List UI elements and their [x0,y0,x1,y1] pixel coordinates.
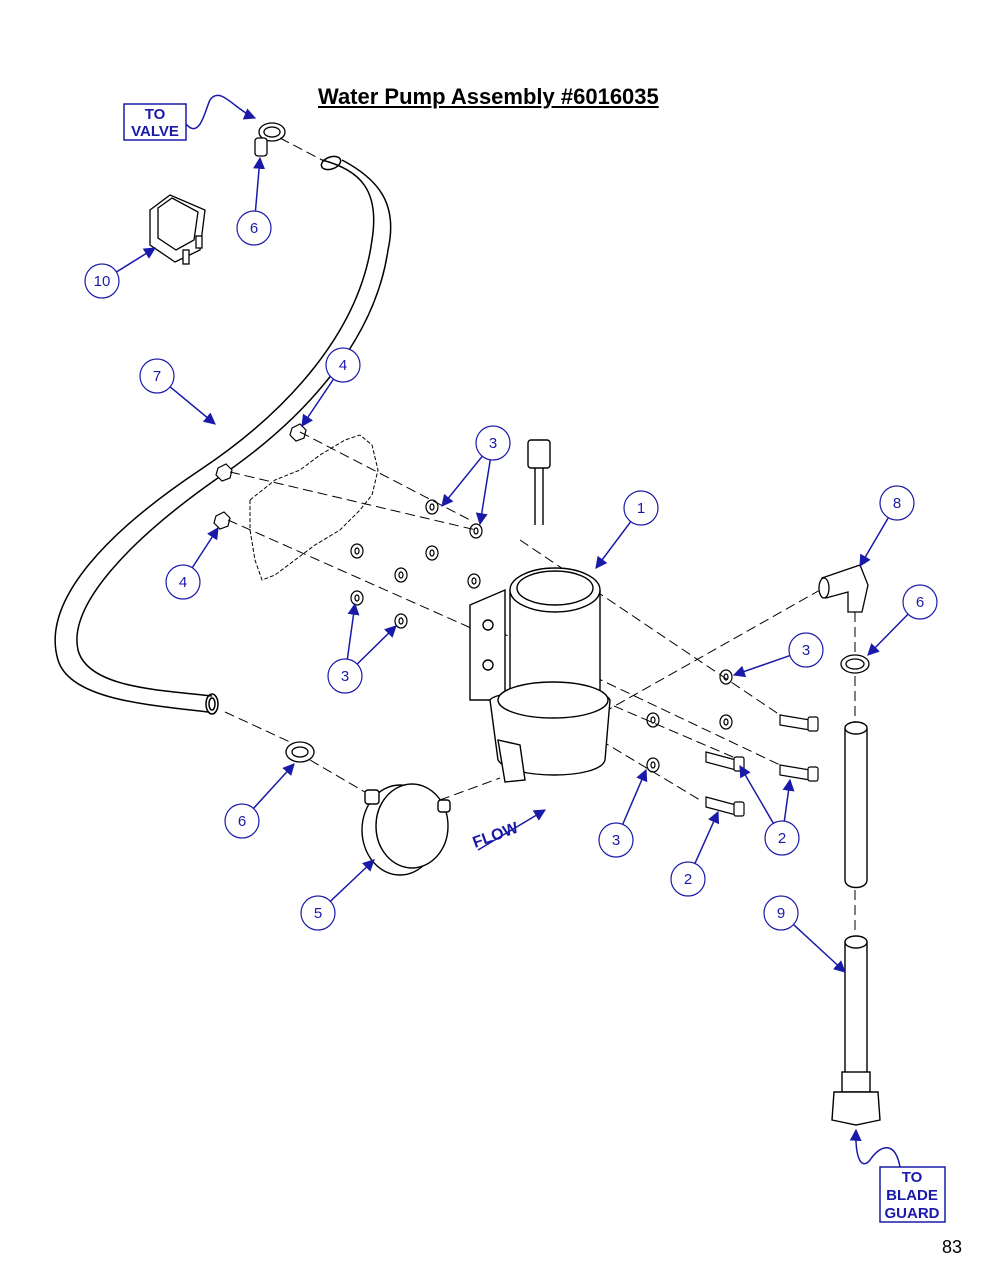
callout-circle [670,861,706,897]
callout-leader [694,810,720,864]
callout-leader [732,654,791,678]
pipe-9 [831,935,881,1126]
callout-number: 1 [637,500,645,517]
bolts-2 [705,714,819,817]
nut-4 [213,423,307,530]
hose-7 [54,155,392,715]
callout-leader [739,764,775,824]
callout-leader [622,768,648,825]
callout-circle [327,658,363,694]
filter-5 [361,783,451,876]
callout-circle [763,895,799,931]
callout-number: 5 [314,905,322,922]
svg-text:VALVE: VALVE [131,123,179,140]
callout-number: 8 [893,495,901,512]
svg-text:TO: TO [902,1169,923,1186]
callout-circle [598,822,634,858]
callout-number: 2 [778,830,786,847]
callout-circle [224,803,260,839]
callout-circle [139,358,175,394]
callout-leader [346,602,360,660]
callout-number: 7 [153,368,161,385]
page-title: Water Pump Assembly #6016035 [318,84,659,109]
gasket-outline [249,434,379,581]
callout-number: 6 [916,594,924,611]
callout-circle [300,895,336,931]
assembly-lines [224,137,856,935]
svg-text:FLOW: FLOW [471,819,522,851]
hose-clamp-left [285,741,315,763]
hose-short [844,721,868,889]
callout-leader [792,923,846,973]
callout-leader [441,455,483,507]
callout-leader [116,247,157,273]
to-valve-box: TO VALVE [123,94,257,141]
callout-leader [252,763,295,809]
switch-10 [149,194,206,265]
callout-leader [356,625,397,665]
callout-circle [788,632,824,668]
callout-circle [165,564,201,600]
callout-bubbles: 1 2 2 3 3 3 3 4 4 5 6 6 6 7 8 9 10 [84,156,938,973]
callout-circle [325,347,361,383]
callout-circle [902,584,938,620]
callout-leader [782,778,795,822]
callout-circle [623,490,659,526]
page-number: 83 [941,1237,962,1257]
callout-number: 3 [341,668,349,685]
callout-leader [169,386,216,425]
callout-leader [301,378,335,427]
elbow-8 [818,564,869,613]
callout-leader [475,459,492,526]
callout-leader [191,526,219,569]
callout-number: 10 [94,273,111,290]
svg-text:BLADE: BLADE [886,1187,938,1204]
hose-clamp-top [254,122,286,157]
callout-number: 2 [684,871,692,888]
callout-number: 6 [250,220,258,237]
callout-number: 3 [489,435,497,452]
washers-3 [350,499,733,773]
to-blade-guard-box: TO BLADE GUARD [849,1128,946,1223]
callout-number: 4 [179,574,187,591]
callout-circle [764,820,800,856]
callout-leader [859,517,890,568]
callout-circle [879,485,915,521]
callout-circle [475,425,511,461]
pump-1 [469,439,611,783]
callout-number: 3 [802,642,810,659]
callout-number: 4 [339,357,347,374]
callout-circle [84,263,120,299]
flow-indicator: FLOW [471,809,547,852]
callout-circle [236,210,272,246]
callout-number: 3 [612,832,620,849]
callout-leader [329,859,375,902]
callout-leader [595,521,632,569]
hose-clamp-right [840,654,870,674]
callout-leader [867,613,909,656]
svg-text:TO: TO [145,106,166,123]
svg-text:GUARD: GUARD [885,1205,940,1222]
callout-number: 6 [238,813,246,830]
callout-number: 9 [777,905,785,922]
callout-leader [253,156,266,212]
